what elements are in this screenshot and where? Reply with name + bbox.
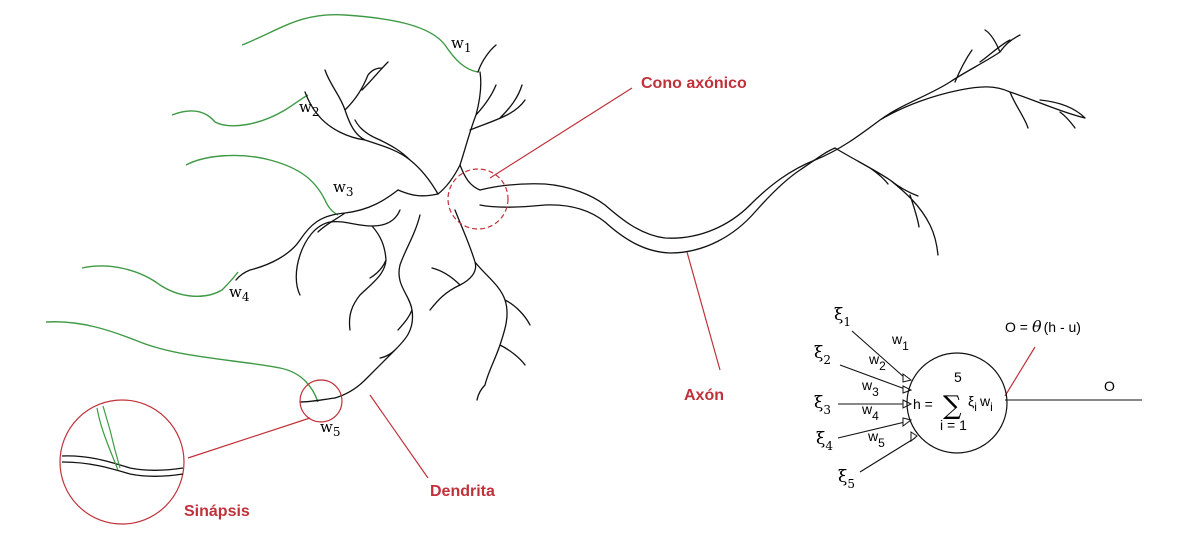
input-xi-5: ξ5 [838, 467, 855, 491]
zoom-dendrite-upper [61, 455, 184, 471]
sinapsis-highlight-circle [299, 379, 343, 423]
input-line-5 [859, 437, 916, 473]
input-w-1: w1 [891, 331, 909, 353]
synapse-triangle-1 [902, 373, 913, 383]
artificial-neuron-model: ξ1 ξ2 ξ3 ξ4 ξ5 w1 w2 w3 w4 w5 5 h = ∑ ξi… [814, 305, 1142, 491]
synapse-triangle-2 [902, 385, 913, 394]
cono-highlight-circle [447, 168, 509, 230]
axon-leader-line [686, 251, 721, 371]
activation-leader-line [1004, 346, 1036, 397]
label-dendrita: Dendrita [430, 483, 495, 500]
weight-label-3: w3 [333, 178, 353, 199]
output-label: O [1104, 378, 1115, 394]
weight-label-1: w1 [451, 34, 471, 55]
input-xi-3: ξ3 [814, 393, 831, 417]
dendrite-lower-left [295, 209, 401, 331]
cono-leader-line [489, 87, 633, 179]
zoom-fiber [96, 405, 121, 471]
input-lines [837, 330, 1142, 473]
input-line-2 [839, 364, 906, 390]
sinapsis-zoom-circle [59, 399, 185, 525]
activation-formula: O =θ(h - u) [1005, 317, 1081, 336]
synapse-zoom-content [61, 405, 184, 477]
input-line-1 [851, 330, 906, 379]
fiber-5 [45, 321, 319, 403]
input-line-4 [837, 421, 906, 439]
sinapsis-leader-line [187, 417, 311, 459]
dendrite-left [235, 189, 399, 281]
fiber-3 [185, 154, 339, 216]
dendrite-upper-left [304, 61, 439, 195]
weight-label-5: w5 [320, 418, 340, 439]
synapse-triangle-5 [910, 431, 918, 443]
input-xi-4: ξ4 [816, 429, 833, 453]
fiber-1 [241, 13, 479, 73]
soma [397, 163, 751, 239]
input-xi-2: ξ2 [814, 343, 831, 367]
dendrite-down-right [429, 209, 531, 401]
h-prefix: h = [913, 396, 933, 412]
dendrite-up-right [459, 44, 526, 166]
input-w-3: w3 [861, 377, 879, 399]
neuron [235, 29, 1086, 403]
axon-terminal [749, 29, 1086, 256]
input-w-5: w5 [867, 428, 885, 450]
annotations [59, 87, 1036, 525]
weight-label-2: w2 [299, 98, 319, 119]
zoom-dendrite-lower [61, 461, 184, 477]
label-axon: Axón [684, 387, 724, 404]
axon-lower [479, 147, 836, 254]
label-cono-axonico: Cono axónico [641, 75, 747, 92]
dendrite-down [334, 214, 421, 399]
fiber-4 [81, 265, 239, 298]
fiber-2 [171, 94, 309, 127]
sum-upper-limit: 5 [954, 369, 962, 385]
label-sinapsis: Sinápsis [184, 503, 250, 520]
input-w-4: w4 [861, 401, 879, 423]
dendrite-bottom [299, 397, 336, 403]
synapse-triangle-4 [902, 417, 913, 427]
input-w-2: w2 [868, 351, 886, 373]
weight-label-4: w4 [229, 283, 250, 304]
dendrita-leader-line [369, 394, 429, 479]
presynaptic-fibers [45, 13, 479, 403]
sum-lower-limit: i = 1 [940, 417, 967, 433]
input-xi-1: ξ1 [834, 305, 851, 329]
neuron-unit-circle [906, 352, 1008, 454]
sigma-symbol: ∑ [943, 391, 962, 421]
